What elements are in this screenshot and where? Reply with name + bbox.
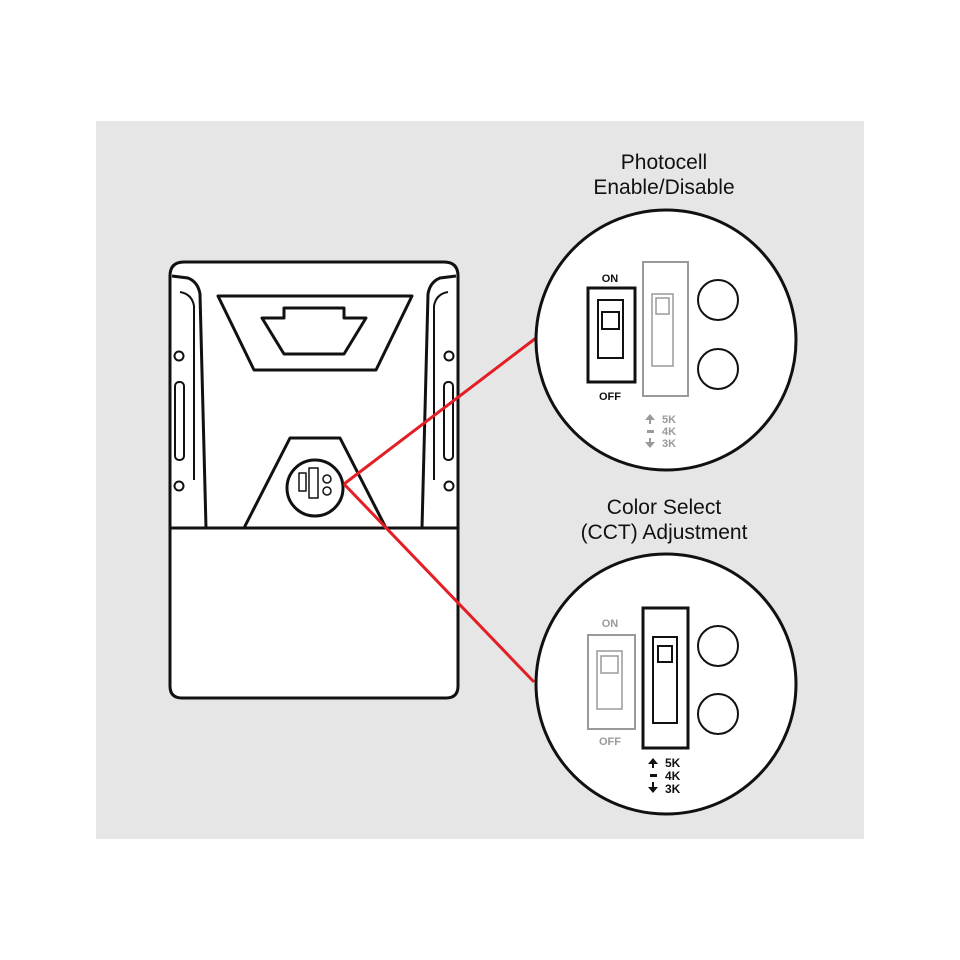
cct-indicator-bottom xyxy=(697,693,739,735)
photocell-switch-slot xyxy=(597,299,624,359)
photocell-switch-knob xyxy=(601,311,620,330)
cct-dash-icon xyxy=(650,774,657,777)
cct-photocell-switch-slot xyxy=(596,650,623,710)
fixture-left-rail xyxy=(171,274,208,529)
cct-4k: 4K xyxy=(665,769,681,783)
cct-title-line2: (CCT) Adjustment xyxy=(580,521,748,544)
cct-photocell-switch-dimmed xyxy=(587,634,636,730)
fixture-keystone-emblem xyxy=(260,306,368,356)
fixture-right-rail-inner xyxy=(433,291,449,480)
fixture-optic-trapezoid xyxy=(216,294,414,372)
cct-off-label: OFF xyxy=(599,736,621,748)
right-lower-screw xyxy=(443,480,455,492)
photocell-arrow-up-icon xyxy=(645,414,655,424)
cct-photocell-switch-knob xyxy=(600,655,619,674)
cct-3k: 3K xyxy=(665,782,681,796)
fixture-mini-switch-1 xyxy=(298,472,307,492)
right-upper-screw xyxy=(443,350,455,362)
photocell-switch-active xyxy=(586,286,637,384)
left-upper-screw xyxy=(173,350,185,362)
leader-lines xyxy=(342,336,537,684)
left-lower-screw xyxy=(173,480,185,492)
photocell-title-line2: Enable/Disable xyxy=(593,176,735,199)
cct-switch-knob xyxy=(657,645,673,663)
photocell-cct-switch-dimmed xyxy=(642,261,689,397)
cct-switch-active xyxy=(641,606,690,750)
cct-indicator-top xyxy=(697,625,739,667)
fixture-control-dial xyxy=(285,458,345,518)
fixture-mini-indicator-2 xyxy=(322,486,332,496)
cct-title-line1: Color Select xyxy=(606,496,722,519)
photocell-cct-4k: 4K xyxy=(662,426,676,438)
photocell-cct-3k: 3K xyxy=(662,438,676,450)
leader-line-cct xyxy=(342,482,536,684)
photocell-cct-5k: 5K xyxy=(662,414,676,426)
fixture-mini-indicator-1 xyxy=(322,474,332,484)
photocell-title: Photocell Enable/Disable xyxy=(544,150,784,200)
cct-detail: ON OFF 5K 4K 3K xyxy=(534,552,798,816)
photocell-on-label: ON xyxy=(602,273,619,285)
photocell-arrow-down-icon xyxy=(645,438,655,448)
left-side-slot xyxy=(174,381,185,461)
cct-title: Color Select (CCT) Adjustment xyxy=(544,495,784,545)
fixture-mini-switch-2 xyxy=(308,467,319,499)
cct-switch-slot xyxy=(652,636,678,724)
photocell-indicator-top xyxy=(697,279,739,321)
photocell-indicator-bottom xyxy=(697,348,739,390)
photocell-cct-switch-knob xyxy=(655,297,670,315)
photocell-detail: ON OFF 5K 4K 3K xyxy=(534,208,798,472)
photocell-title-line1: Photocell xyxy=(620,151,708,174)
light-fixture xyxy=(168,260,460,700)
right-side-slot xyxy=(443,381,454,461)
cct-on-label: ON xyxy=(602,618,619,630)
leader-line-photocell xyxy=(343,336,537,486)
cct-arrow-up-icon xyxy=(648,758,658,768)
cct-5k: 5K xyxy=(665,756,681,770)
photocell-dash-icon xyxy=(647,430,654,433)
fixture-right-rail xyxy=(420,274,457,529)
fixture-left-rail-inner xyxy=(179,291,195,480)
cct-arrow-down-icon xyxy=(648,782,658,793)
photocell-off-label: OFF xyxy=(599,391,621,403)
photocell-cct-switch-slot xyxy=(651,293,674,367)
